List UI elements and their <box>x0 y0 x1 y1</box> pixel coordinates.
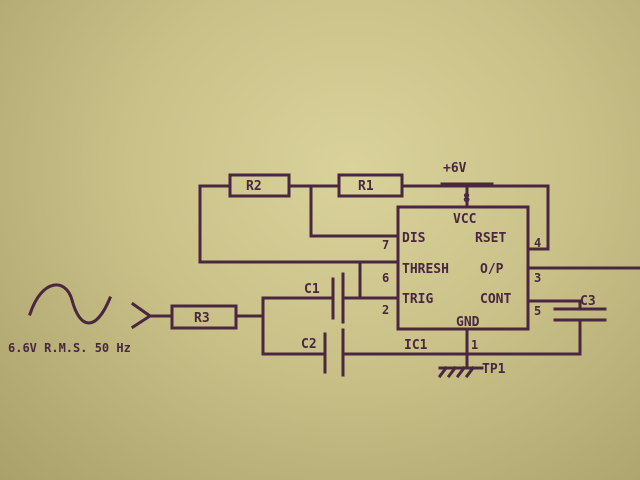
pin-vcc-label: VCC <box>453 212 476 227</box>
pin-6-number: 6 <box>382 271 389 285</box>
pin-1-number: 1 <box>471 338 478 352</box>
pin-5-number: 5 <box>534 304 541 318</box>
c1-label: C1 <box>304 282 320 297</box>
pin-2-number: 2 <box>382 303 389 317</box>
c1-to-ic-wire <box>341 260 400 300</box>
pin-gnd-label: GND <box>456 315 480 330</box>
pin-trig-label: TRIG <box>402 292 433 307</box>
r1-label: R1 <box>358 179 374 194</box>
c2-capacitor <box>323 328 345 377</box>
cont-wire <box>526 299 582 311</box>
arrow-input-icon <box>130 301 174 330</box>
supply-wire <box>440 182 494 209</box>
c3-capacitor <box>553 307 607 356</box>
pin-dis-label: DIS <box>402 231 426 246</box>
pin-3-number: 3 <box>534 271 541 285</box>
r3-label: R3 <box>194 311 210 326</box>
source-label: 6.6V R.M.S. 50 Hz <box>8 341 131 355</box>
ic-name-label: IC1 <box>404 338 428 353</box>
ground-icon <box>437 365 484 379</box>
pin-7-number: 7 <box>382 238 389 252</box>
dis-wire <box>309 184 400 238</box>
sine-wave-icon <box>28 283 112 325</box>
r3-out-wire <box>234 296 335 356</box>
r2-label: R2 <box>246 179 262 194</box>
top-wire <box>198 184 550 264</box>
r2-resistor <box>228 173 291 198</box>
pin-4-number: 4 <box>534 236 541 250</box>
pin-op-label: O/P <box>480 262 504 277</box>
r1-resistor <box>337 173 404 198</box>
pin-8-number: 8 <box>463 191 470 205</box>
pin-cont-label: CONT <box>480 292 511 307</box>
c2-label: C2 <box>301 337 317 352</box>
pin-thresh-label: THRESH <box>402 262 449 277</box>
supply-label: +6V <box>443 161 467 176</box>
pin-rset-label: RSET <box>475 231 506 246</box>
c3-label: C3 <box>580 294 596 309</box>
tp1-label: TP1 <box>482 362 506 377</box>
